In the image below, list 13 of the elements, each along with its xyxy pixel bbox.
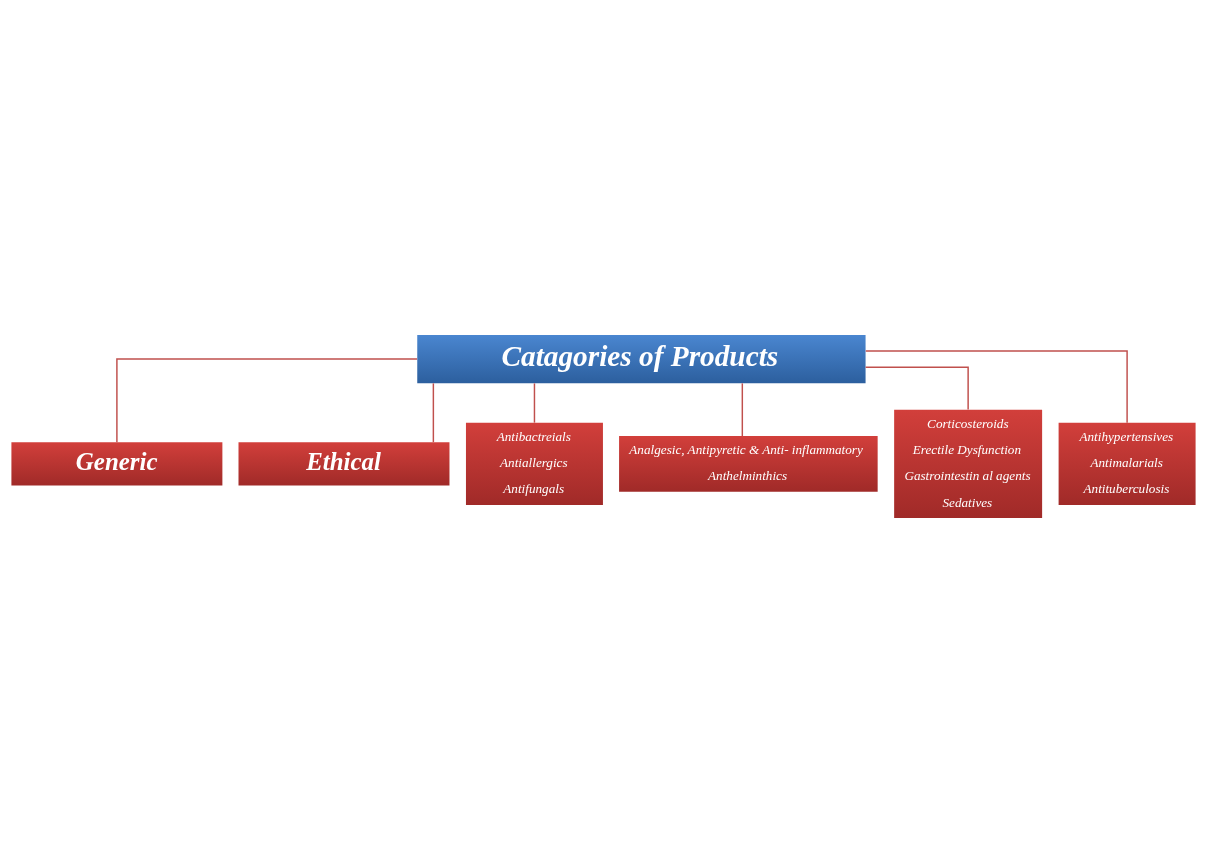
node-box: Antihypertensives Antimalarials Antituberculosis (1058, 422, 1196, 505)
node-box: Catagories of Products (417, 334, 866, 384)
node-box: Antibactreials Antiallergics Antifungals (465, 422, 603, 505)
node-box: Generic (11, 442, 223, 486)
node-box: Analgesic, Antipyretic & Anti- inflammatory Anthelminthics (619, 436, 878, 492)
node-box: Corticosteroids Erectile Dysfunction Gastrointestin al agents Sedatives (894, 409, 1043, 519)
connector (864, 366, 969, 411)
connector (116, 358, 418, 443)
connector (533, 382, 536, 424)
connector (741, 382, 744, 437)
connector (865, 350, 1128, 424)
connector (432, 382, 435, 443)
node-box: Ethical (238, 442, 450, 486)
